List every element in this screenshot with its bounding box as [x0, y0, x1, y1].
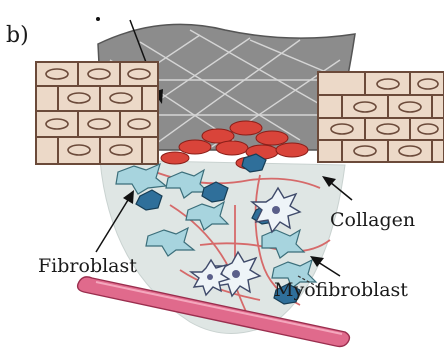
collagen-label: Collagen — [330, 209, 415, 231]
skin-tissue-left — [36, 62, 158, 164]
panel-label: b) — [6, 23, 29, 48]
fibroblast-label: Fibroblast — [38, 255, 137, 277]
myofibroblast-label: Myofibroblast — [274, 279, 408, 301]
skin-tissue-right — [318, 72, 444, 162]
